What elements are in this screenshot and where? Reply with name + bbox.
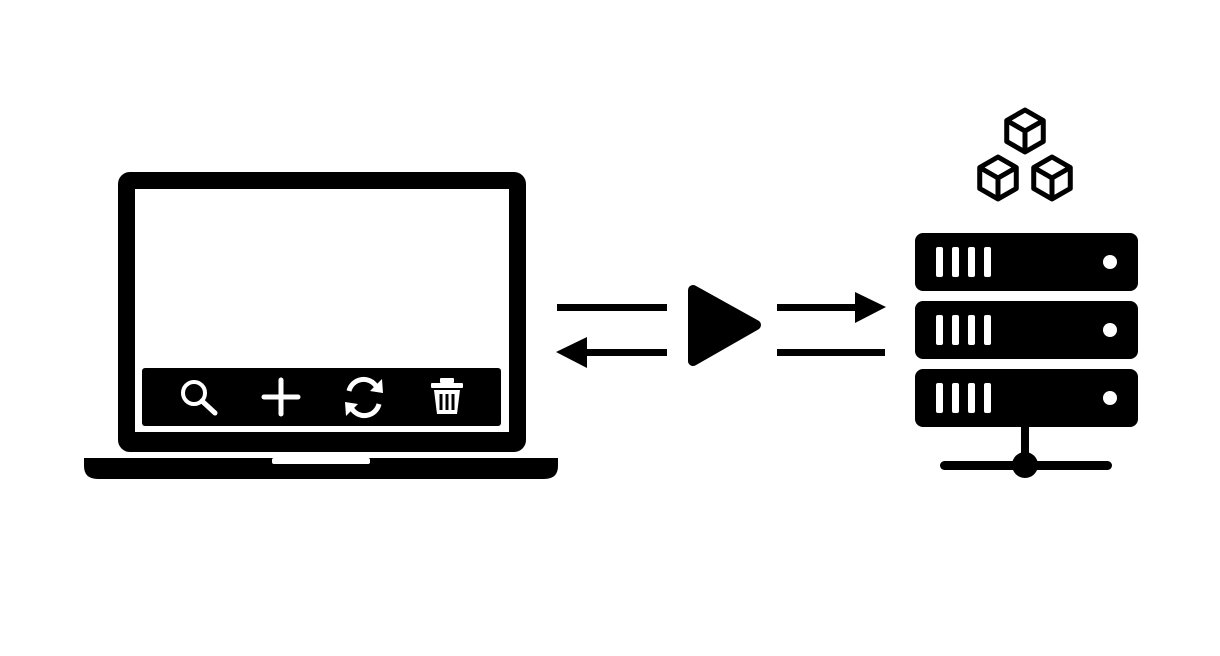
- status-light: [1103, 255, 1117, 269]
- status-light: [1103, 323, 1117, 337]
- cubes-icon: [977, 107, 1073, 202]
- vent-slot: [984, 315, 991, 345]
- status-light: [1103, 391, 1117, 405]
- server-group: [915, 107, 1138, 478]
- arrow-left-icon: [556, 304, 667, 368]
- laptop-icon: [84, 172, 558, 479]
- vent-slot: [968, 247, 975, 277]
- vent-slot: [968, 315, 975, 345]
- connector: [556, 285, 886, 368]
- vent-slot: [968, 383, 975, 413]
- vent-slot: [936, 383, 943, 413]
- vent-slot: [984, 383, 991, 413]
- toolbar-bar: [142, 368, 501, 426]
- trash-icon: [431, 378, 463, 414]
- vent-slot: [936, 247, 943, 277]
- server-rack-unit: [915, 369, 1138, 427]
- network-icon: [940, 427, 1112, 478]
- cube-icon: [977, 154, 1019, 202]
- cube-icon: [1004, 107, 1046, 155]
- search-icon: [181, 380, 218, 416]
- cube-icon: [1031, 154, 1073, 202]
- vent-slot: [936, 315, 943, 345]
- arrow-right-icon: [777, 292, 886, 356]
- plus-icon: [261, 377, 301, 417]
- laptop-base: [84, 458, 558, 479]
- play-icon: [688, 285, 761, 366]
- refresh-icon: [345, 376, 383, 419]
- vent-slot: [952, 315, 959, 345]
- server-rack-unit: [915, 233, 1138, 291]
- server-rack-icon: [915, 233, 1138, 427]
- vent-slot: [984, 247, 991, 277]
- vent-slot: [952, 247, 959, 277]
- vent-slot: [952, 383, 959, 413]
- laptop-hinge-notch: [272, 458, 370, 464]
- laptop-toolbar: [142, 368, 501, 426]
- server-rack-unit: [915, 301, 1138, 359]
